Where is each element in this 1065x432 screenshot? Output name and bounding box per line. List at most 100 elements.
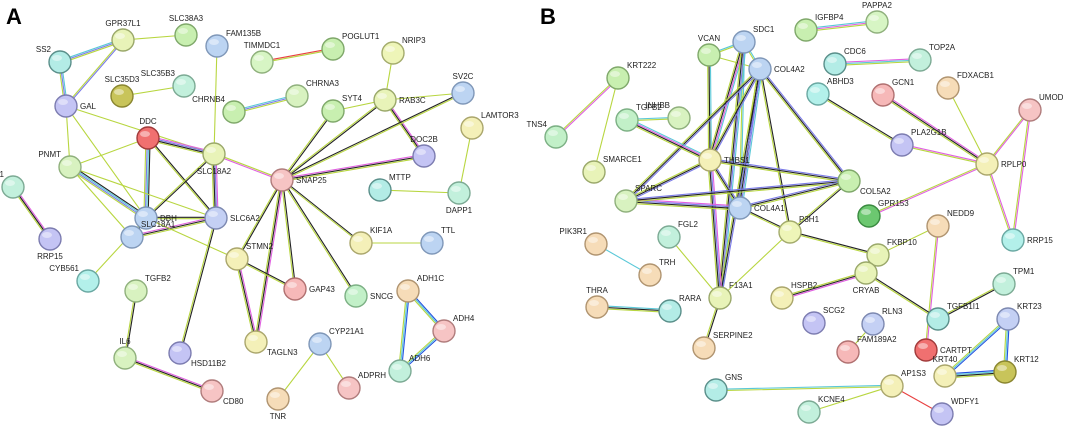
node-ttl[interactable]: TTL [420,226,456,255]
node-circle[interactable] [368,178,392,202]
node-gap43[interactable]: GAP43 [283,277,335,301]
node-tgfb2[interactable]: TGFB2 [615,103,662,132]
node-circle[interactable] [432,319,456,343]
node-circle[interactable] [880,374,904,398]
node-circle[interactable] [585,295,609,319]
node-gpr37l1[interactable]: GPR37L1 [105,19,141,52]
node-circle[interactable] [420,231,444,255]
node-timmdc1[interactable]: TIMMDC1 [244,41,281,74]
node-circle[interactable] [728,196,752,220]
node-circle[interactable] [930,402,954,426]
node-fam189a2[interactable]: FAM189A2 [836,335,897,364]
node-sdc1[interactable]: SDC1 [732,25,775,54]
node-tns4[interactable]: TNS4 [527,120,568,149]
node-gcn1[interactable]: GCN1 [871,78,915,107]
node-circle[interactable] [200,379,224,403]
node-fkbp10[interactable]: FKBP10 [866,238,917,267]
node-circle[interactable] [908,48,932,72]
node-circle[interactable] [58,155,82,179]
node-ap1s3[interactable]: AP1S3 [880,369,926,398]
node-rab3c[interactable]: RAB3C [373,88,426,112]
node-circle[interactable] [770,286,794,310]
node-thbs1[interactable]: THBS1 [698,148,750,172]
node-umod[interactable]: UMOD [1018,93,1064,122]
node-circle[interactable] [38,227,62,251]
node-circle[interactable] [697,43,721,67]
node-adprh[interactable]: ADPRH [337,371,386,400]
node-col4a1[interactable]: COL4A1 [728,196,785,220]
node-cartpt[interactable]: CARTPT [914,338,972,362]
node-circle[interactable] [797,400,821,424]
node-circle[interactable] [871,83,895,107]
node-circle[interactable] [225,247,249,271]
node-utp11[interactable]: UTP11 [0,170,25,199]
node-circle[interactable] [836,340,860,364]
node-circle[interactable] [708,286,732,310]
node-circle[interactable] [857,204,881,228]
node-circle[interactable] [337,376,361,400]
node-circle[interactable] [285,84,309,108]
node-circle[interactable] [381,41,405,65]
node-inhbb[interactable]: INHBB [646,101,691,130]
node-ddc[interactable]: DDC [136,117,160,150]
node-chrna3[interactable]: CHRNA3 [285,79,339,108]
node-krt40[interactable]: KRT40 [933,355,958,388]
node-cd80[interactable]: CD80 [200,379,244,406]
node-circle[interactable] [794,18,818,42]
node-circle[interactable] [890,133,914,157]
node-vcan[interactable]: VCAN [697,34,721,67]
node-rara[interactable]: RARA [658,294,702,323]
node-slc38a3[interactable]: SLC38A3 [169,14,204,47]
node-circle[interactable] [823,52,847,76]
node-dbh[interactable]: DBH [134,206,177,230]
node-slc35b3[interactable]: SLC35B3 [141,69,196,98]
node-slc18a2[interactable]: SLC18A2 [197,142,232,176]
node-adh6[interactable]: ADH6 [388,354,431,383]
node-kif1a[interactable]: KIF1A [349,226,393,255]
node-hsd11b2[interactable]: HSD11B2 [168,341,227,368]
node-circle[interactable] [134,206,158,230]
node-nedd9[interactable]: NEDD9 [926,209,975,238]
node-circle[interactable] [460,116,484,140]
node-circle[interactable] [205,34,229,58]
node-circle[interactable] [992,272,1016,296]
node-pappa2[interactable]: PAPPA2 [862,1,893,34]
node-circle[interactable] [854,261,878,285]
node-p3h1[interactable]: P3H1 [778,215,820,244]
node-igfbp4[interactable]: IGFBP4 [794,13,844,42]
node-circle[interactable] [244,330,268,354]
node-circle[interactable] [544,125,568,149]
node-circle[interactable] [584,232,608,256]
node-smarce1[interactable]: SMARCE1 [582,155,642,184]
node-circle[interactable] [732,30,756,54]
node-circle[interactable] [1018,98,1042,122]
node-circle[interactable] [110,84,134,108]
node-circle[interactable] [837,169,861,193]
node-circle[interactable] [124,279,148,303]
node-circle[interactable] [447,181,471,205]
node-chrnb4[interactable]: CHRNB4 [192,95,246,124]
node-circle[interactable] [996,307,1020,331]
node-cryab[interactable]: CRYAB [853,261,880,295]
node-circle[interactable] [388,359,412,383]
node-circle[interactable] [396,279,420,303]
node-circle[interactable] [250,50,274,74]
node-lamtor3[interactable]: LAMTOR3 [460,111,519,140]
node-tgfb1i1[interactable]: TGFB1I1 [926,302,980,331]
node-circle[interactable] [349,231,373,255]
node-circle[interactable] [861,312,885,336]
node-circle[interactable] [54,94,78,118]
node-circle[interactable] [373,88,397,112]
node-circle[interactable] [308,332,332,356]
node-il6[interactable]: IL6 [113,337,137,370]
node-gal[interactable]: GAL [54,94,97,118]
node-cyb561[interactable]: CYB561 [49,264,100,293]
node-cdc6[interactable]: CDC6 [823,47,866,76]
node-circle[interactable] [222,100,246,124]
node-adh4[interactable]: ADH4 [432,314,475,343]
node-circle[interactable] [802,311,826,335]
node-dapp1[interactable]: DAPP1 [446,181,473,215]
node-tnr[interactable]: TNR [266,387,290,421]
node-fgl2[interactable]: FGL2 [657,220,699,249]
node-circle[interactable] [606,66,630,90]
